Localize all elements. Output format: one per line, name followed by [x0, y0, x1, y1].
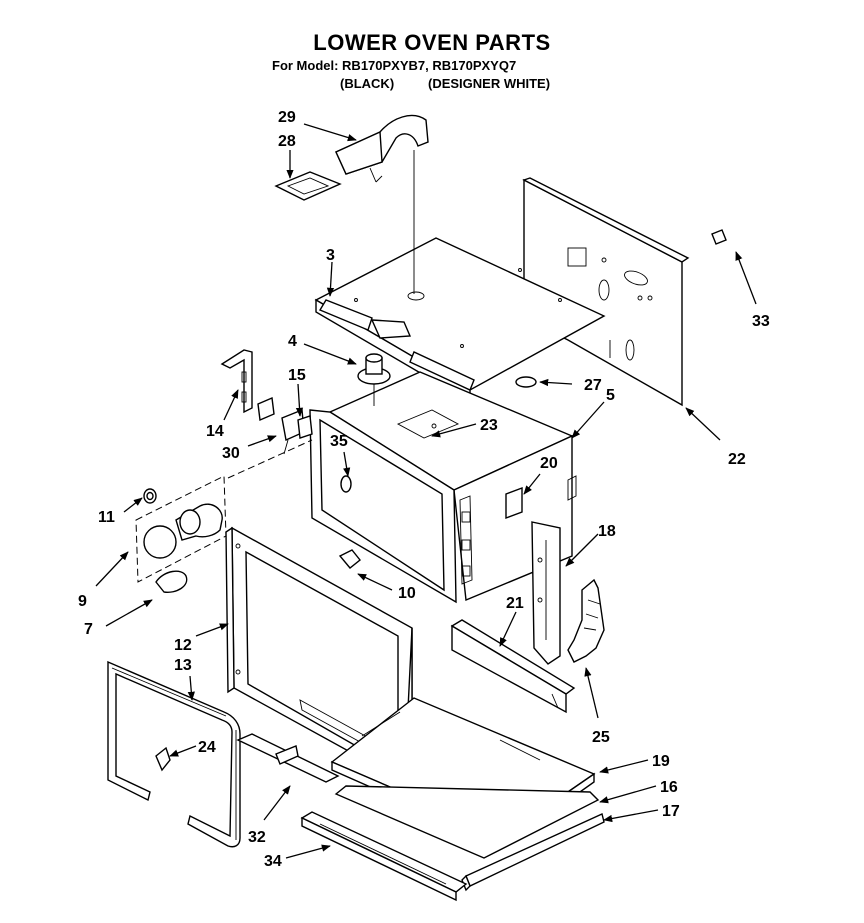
callout-19: 19	[652, 753, 670, 770]
callout-28: 28	[278, 133, 296, 150]
callout-3: 3	[326, 247, 335, 264]
callout-5: 5	[606, 387, 615, 404]
callout-4: 4	[288, 333, 297, 350]
diagram-title: LOWER OVEN PARTS	[313, 30, 551, 55]
callout-15: 15	[288, 367, 306, 384]
callout-labels: 29 28 3 33 4 15 27 5 14 23 30 35 22 20 1…	[78, 109, 770, 870]
callout-14: 14	[206, 423, 224, 440]
callout-10: 10	[398, 585, 416, 602]
callout-27: 27	[584, 377, 602, 394]
door-switch	[257, 396, 313, 455]
hinge-bracket	[220, 349, 253, 414]
callout-35: 35	[330, 433, 348, 450]
callout-24: 24	[198, 739, 216, 756]
callout-12: 12	[174, 637, 192, 654]
vent-duct	[274, 114, 429, 294]
callout-22: 22	[728, 451, 746, 468]
callout-33: 33	[752, 313, 770, 330]
callout-16: 16	[660, 779, 678, 796]
callout-7: 7	[84, 621, 93, 638]
leader-lines	[95, 123, 757, 859]
callout-18: 18	[598, 523, 616, 540]
callout-17: 17	[662, 803, 680, 820]
callout-30: 30	[222, 445, 240, 462]
light-socket	[357, 353, 391, 406]
callout-21: 21	[506, 595, 524, 612]
hinge-assembly	[531, 521, 605, 665]
bottom-panel	[330, 697, 600, 859]
callout-11: 11	[98, 509, 115, 526]
callout-34: 34	[264, 853, 282, 870]
callout-25: 25	[592, 729, 610, 746]
model-line: For Model: RB170PXYB7, RB170PXYQ7	[272, 58, 517, 73]
variant-white: (DESIGNER WHITE)	[428, 76, 551, 91]
callout-23: 23	[480, 417, 498, 434]
vent-grille	[300, 811, 468, 902]
door-frame	[225, 526, 413, 792]
light-assembly	[135, 439, 313, 593]
callout-13: 13	[174, 657, 192, 674]
callout-20: 20	[540, 455, 558, 472]
variant-black: (BLACK)	[340, 76, 395, 91]
callout-29: 29	[278, 109, 296, 126]
door-gasket	[107, 660, 241, 848]
callout-32: 32	[248, 829, 266, 846]
callout-9: 9	[78, 593, 87, 610]
exploded-view	[107, 114, 727, 902]
